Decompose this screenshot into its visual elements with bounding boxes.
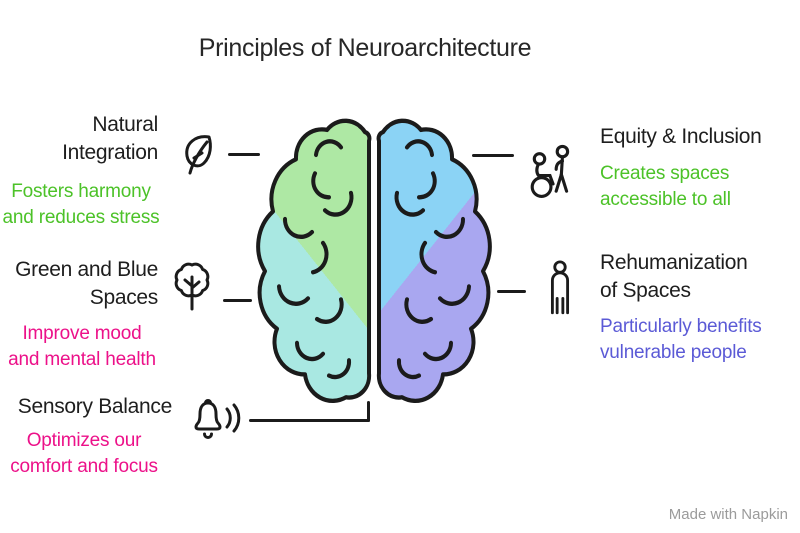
green-blue-spaces-description: Improve mood and mental health [8, 323, 156, 370]
natural-integration-label: Natural Integration [62, 113, 158, 164]
connector-sensory-balance-vertical [367, 401, 370, 422]
brain-illustration [256, 118, 492, 404]
brain-right-hemisphere [376, 118, 492, 404]
sensory-balance-description: Optimizes our comfort and focus [10, 430, 158, 477]
person-icon [550, 260, 570, 315]
connector-green-blue-spaces [223, 299, 252, 302]
page-title: Principles of Neuroarchitecture [198, 34, 532, 62]
equity-inclusion-label: Equity & Inclusion [600, 125, 762, 148]
connector-equity-inclusion [472, 154, 514, 157]
tree-icon [174, 262, 210, 311]
natural-integration-description: Fosters harmony and reduces stress [2, 181, 160, 228]
leaf-icon [185, 135, 212, 175]
inclusion-people-icon [530, 144, 570, 198]
sensory-balance-label: Sensory Balance [17, 395, 173, 418]
equity-inclusion-description: Creates spaces accessible to all [600, 163, 731, 210]
connector-natural-integration [228, 153, 260, 156]
rehumanization-label: Rehumanization of Spaces [600, 251, 748, 302]
connector-sensory-balance-horizontal [249, 419, 370, 422]
bell-notification-icon [194, 399, 241, 439]
brain-left-hemisphere [256, 118, 372, 404]
rehumanization-description: Particularly benefits vulnerable people [600, 316, 762, 363]
connector-rehumanization [497, 290, 526, 293]
made-with-napkin-watermark: Made with Napkin [668, 506, 788, 523]
green-blue-spaces-label: Green and Blue Spaces [15, 258, 158, 309]
